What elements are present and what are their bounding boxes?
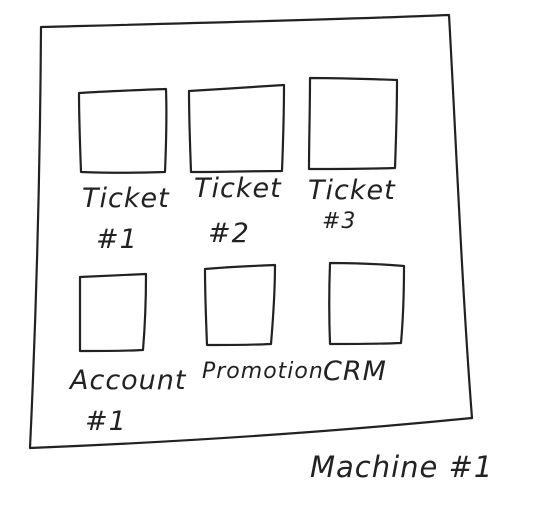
- tile-account-1: [78, 272, 148, 353]
- tile-ticket-3-label: Ticket: [308, 175, 396, 206]
- tile-ticket-1: [77, 87, 168, 174]
- tile-ticket-2-number: #2: [208, 218, 250, 249]
- tile-promotion-label: Promotion: [202, 359, 324, 384]
- tile-ticket-3: [307, 76, 399, 171]
- tile-account-1-label: Account: [68, 365, 187, 396]
- tile-crm: [328, 261, 406, 346]
- tile-ticket-1-label: Ticket: [82, 183, 170, 214]
- machine-label: Machine #1: [310, 450, 493, 484]
- tile-ticket-1-number: #1: [96, 224, 138, 255]
- tile-ticket-3-number: #3: [322, 209, 356, 234]
- tile-ticket-2: [187, 83, 286, 174]
- tile-ticket-2-label: Ticket: [194, 173, 282, 204]
- tile-crm-label: CRM: [323, 356, 387, 387]
- tile-promotion: [203, 263, 277, 347]
- tile-account-1-number: #1: [85, 406, 127, 437]
- machine-frame: [28, 13, 474, 450]
